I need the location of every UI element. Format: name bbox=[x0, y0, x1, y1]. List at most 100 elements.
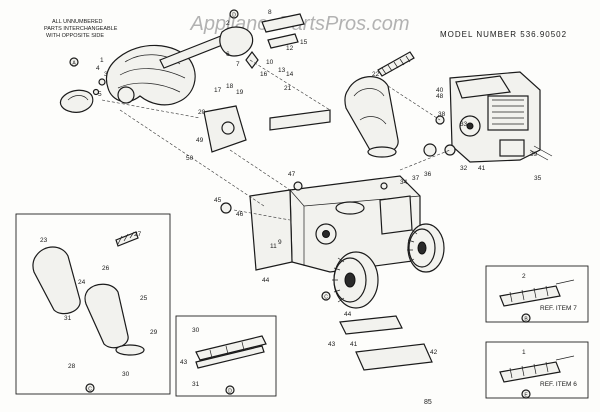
pn-8: 8 bbox=[268, 9, 272, 16]
pn-38: 38 bbox=[438, 111, 446, 118]
inset-c-chute: 23 24 25 26 27 28 29 30 31 C bbox=[15, 213, 171, 395]
discharge-chute bbox=[344, 76, 399, 158]
belt-a bbox=[59, 89, 94, 113]
inset-c-pn-25: 25 bbox=[140, 295, 148, 302]
auger-assembly bbox=[59, 29, 241, 113]
pn-9: 9 bbox=[278, 239, 282, 246]
callout-d-top-letter: D bbox=[232, 13, 236, 19]
pn-3: 3 bbox=[104, 71, 108, 78]
pn-42: 42 bbox=[430, 349, 438, 356]
inset-c-pn-29: 29 bbox=[150, 329, 158, 336]
pn-12: 12 bbox=[286, 45, 294, 52]
inset-e-chain: 1 REF. ITEM 6 E bbox=[485, 341, 589, 399]
engine-assembly bbox=[435, 71, 553, 163]
inset-d-frame bbox=[175, 315, 277, 397]
inset-b-pn-2: 2 bbox=[522, 273, 526, 280]
callout-d-inset: D bbox=[225, 385, 235, 395]
callout-d-top: D bbox=[229, 9, 239, 19]
pn-50: 50 bbox=[186, 155, 194, 162]
inset-c-pn-28: 28 bbox=[68, 363, 76, 370]
callout-c-inset: C bbox=[85, 383, 95, 393]
pn-44b: 44 bbox=[344, 311, 352, 318]
note-line-1: ALL UNNUMBERED bbox=[52, 19, 103, 25]
pn-13: 13 bbox=[278, 67, 286, 74]
callout-c-inset-letter: C bbox=[88, 387, 92, 393]
inset-c-pn-31: 31 bbox=[64, 315, 72, 322]
pn-41b: 41 bbox=[350, 341, 358, 348]
inset-c-pn-23: 23 bbox=[40, 237, 48, 244]
inset-e-ref: REF. ITEM 6 bbox=[540, 381, 577, 388]
interchangeable-note: ALL UNNUMBERED PARTS INTERCHANGEABLE WIT… bbox=[44, 19, 118, 39]
inset-d-pn-31: 31 bbox=[192, 381, 200, 388]
pn-35: 35 bbox=[534, 175, 542, 182]
pn-36: 36 bbox=[424, 171, 432, 178]
callout-a: A bbox=[69, 57, 79, 67]
inset-d-pn-43: 43 bbox=[180, 359, 188, 366]
callout-e: E bbox=[521, 389, 531, 399]
inset-b-frame bbox=[485, 265, 589, 323]
auger-hub bbox=[117, 86, 135, 104]
pn-43b: 43 bbox=[328, 341, 336, 348]
inset-c-frame bbox=[15, 213, 171, 395]
model-number: MODEL NUMBER 536.90502 bbox=[440, 30, 567, 39]
inset-e-pn-1: 1 bbox=[522, 349, 526, 356]
pn-4: 4 bbox=[96, 65, 100, 72]
pn-2: 2 bbox=[226, 20, 230, 27]
callout-c-main-letter: C bbox=[324, 295, 328, 301]
pn-37: 37 bbox=[412, 175, 420, 182]
pn-22: 22 bbox=[372, 71, 380, 78]
frame-housing bbox=[249, 175, 421, 273]
pn-1: 1 bbox=[100, 57, 104, 64]
leader-lines bbox=[101, 59, 451, 221]
inset-e-frame bbox=[485, 341, 589, 399]
pn-19: 19 bbox=[236, 89, 244, 96]
pn-44: 44 bbox=[262, 277, 270, 284]
pn-34: 34 bbox=[400, 179, 408, 186]
pn-39: 39 bbox=[530, 151, 538, 158]
pn-46: 46 bbox=[236, 211, 244, 218]
inset-d-scraper: 30 31 43 D bbox=[175, 315, 277, 397]
gear-case-body bbox=[219, 26, 254, 57]
pulley-parts bbox=[203, 105, 456, 214]
pn-47: 47 bbox=[288, 171, 296, 178]
note-line-3: WITH OPPOSITE SIDE bbox=[46, 33, 104, 39]
pn-18: 18 bbox=[226, 83, 234, 90]
callout-c-main: C bbox=[321, 291, 331, 301]
pn-15: 15 bbox=[300, 39, 308, 46]
inset-d-pn-30: 30 bbox=[192, 327, 200, 334]
pn-5: 5 bbox=[98, 91, 102, 98]
pn-7: 7 bbox=[236, 61, 240, 68]
callout-b-letter: B bbox=[524, 317, 528, 323]
gear-case bbox=[219, 13, 305, 69]
inset-c-pn-27: 27 bbox=[134, 231, 142, 238]
chute-body bbox=[344, 76, 399, 155]
skid-plates: 44 41 42 43 bbox=[328, 311, 438, 371]
callout-e-letter: E bbox=[524, 393, 528, 399]
callout-b: B bbox=[521, 313, 531, 323]
pn-17: 17 bbox=[214, 87, 222, 94]
inset-c-pn-24: 24 bbox=[78, 279, 86, 286]
pn-20: 20 bbox=[198, 109, 206, 116]
pn-11: 11 bbox=[270, 243, 277, 250]
pn-16: 16 bbox=[260, 71, 268, 78]
callout-d-inset-letter: D bbox=[228, 389, 232, 395]
callout-a-letter: A bbox=[72, 61, 76, 67]
pn-33: 33 bbox=[460, 121, 468, 128]
pn-21: 21 bbox=[284, 85, 292, 92]
inset-c-pn-26: 26 bbox=[102, 265, 110, 272]
pn-6: 6 bbox=[226, 51, 230, 58]
pn-49: 49 bbox=[196, 137, 204, 144]
right-wheel bbox=[407, 223, 445, 273]
page-number: 85 bbox=[424, 399, 432, 406]
inset-b-chain: 2 REF. ITEM 7 B bbox=[485, 265, 589, 323]
inset-b-ref: REF. ITEM 7 bbox=[540, 305, 577, 312]
pn-41: 41 bbox=[478, 165, 486, 172]
inset-c-pn-30: 30 bbox=[122, 371, 130, 378]
part-number-labels: 1 2 3 4 5 6 7 8 9 10 11 12 13 14 15 16 1… bbox=[96, 9, 542, 284]
pn-40: 40 bbox=[436, 87, 444, 94]
pn-48: 48 bbox=[436, 93, 444, 100]
left-wheel bbox=[332, 251, 379, 309]
shear-bolt-spring bbox=[377, 51, 415, 77]
